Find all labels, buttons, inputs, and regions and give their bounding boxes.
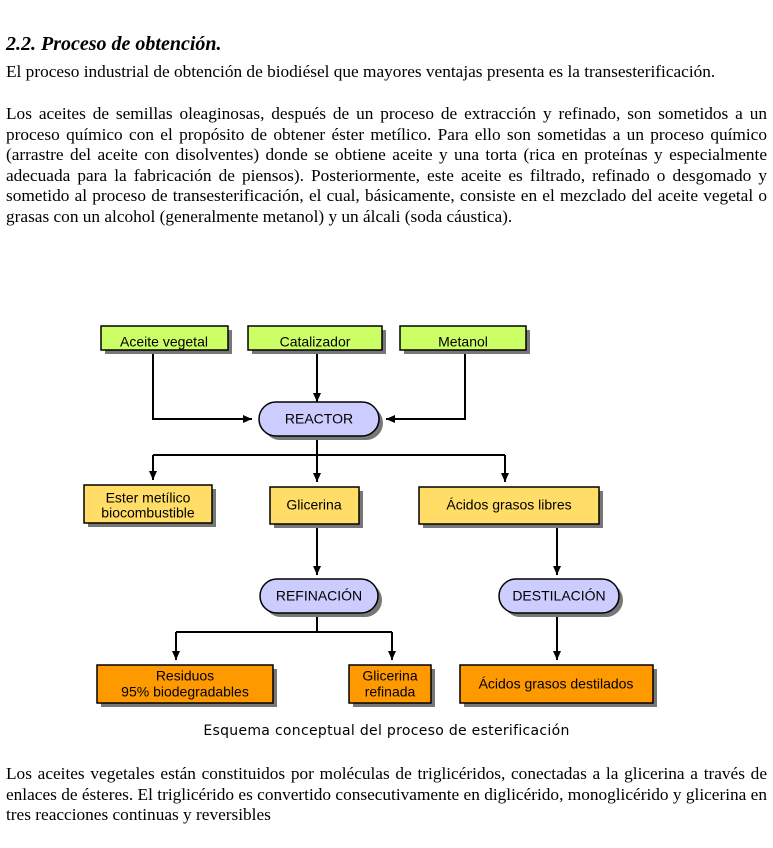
input-label: Aceite vegetal: [120, 334, 208, 350]
connector-aceite-reactor: [152, 352, 252, 423]
product-label: Glicerina: [286, 497, 341, 513]
connector-metanol-reactor: [386, 352, 466, 423]
process-label: REACTOR: [285, 411, 353, 427]
product-label: Ácidos grasos libres: [446, 497, 571, 513]
output-label-line1: Residuos: [156, 668, 214, 684]
output-label: Ácidos grasos destilados: [479, 676, 634, 692]
product-label-line2: biocombustible: [101, 505, 195, 521]
product-glicerina: Glicerina: [269, 486, 363, 528]
output-label-line2: refinada: [365, 684, 416, 700]
section-heading: 2.2. Proceso de obtención.: [6, 33, 222, 55]
process-flow-diagram: Aceite vegetal Catalizador Metanol REACT…: [83, 325, 657, 707]
input-label: Catalizador: [280, 334, 351, 350]
refinacion-process: REFINACIÓN: [259, 578, 382, 617]
process-paragraph: Los aceites de semillas oleaginosas, des…: [6, 104, 767, 226]
intro-paragraph: El proceso industrial de obtención de bi…: [6, 62, 716, 81]
output-acidos-destilados: Ácidos grasos destilados: [459, 664, 657, 707]
product-acidos-grasos-libres: Ácidos grasos libres: [418, 486, 603, 528]
process-label: DESTILACIÓN: [512, 588, 605, 604]
input-aceite-vegetal: Aceite vegetal: [100, 325, 232, 354]
output-glicerina-refinada: Glicerina refinada: [348, 664, 435, 707]
destilacion-process: DESTILACIÓN: [498, 578, 623, 617]
output-label-line2: 95% biodegradables: [121, 684, 249, 700]
triglyceride-paragraph: Los aceites vegetales están constituidos…: [6, 764, 767, 824]
reactor-process: REACTOR: [258, 401, 383, 440]
product-ester-metilico: Ester metílico biocombustible: [83, 484, 216, 527]
input-metanol: Metanol: [399, 325, 530, 354]
flow-connectors: [149, 352, 561, 660]
input-label: Metanol: [438, 334, 488, 350]
output-residuos: Residuos 95% biodegradables: [96, 664, 277, 707]
diagram-caption: Esquema conceptual del proceso de esteri…: [203, 723, 570, 739]
input-catalizador: Catalizador: [247, 325, 386, 354]
process-label: REFINACIÓN: [276, 588, 362, 604]
output-label-line1: Glicerina: [362, 668, 417, 684]
product-label-line1: Ester metílico: [106, 490, 191, 506]
